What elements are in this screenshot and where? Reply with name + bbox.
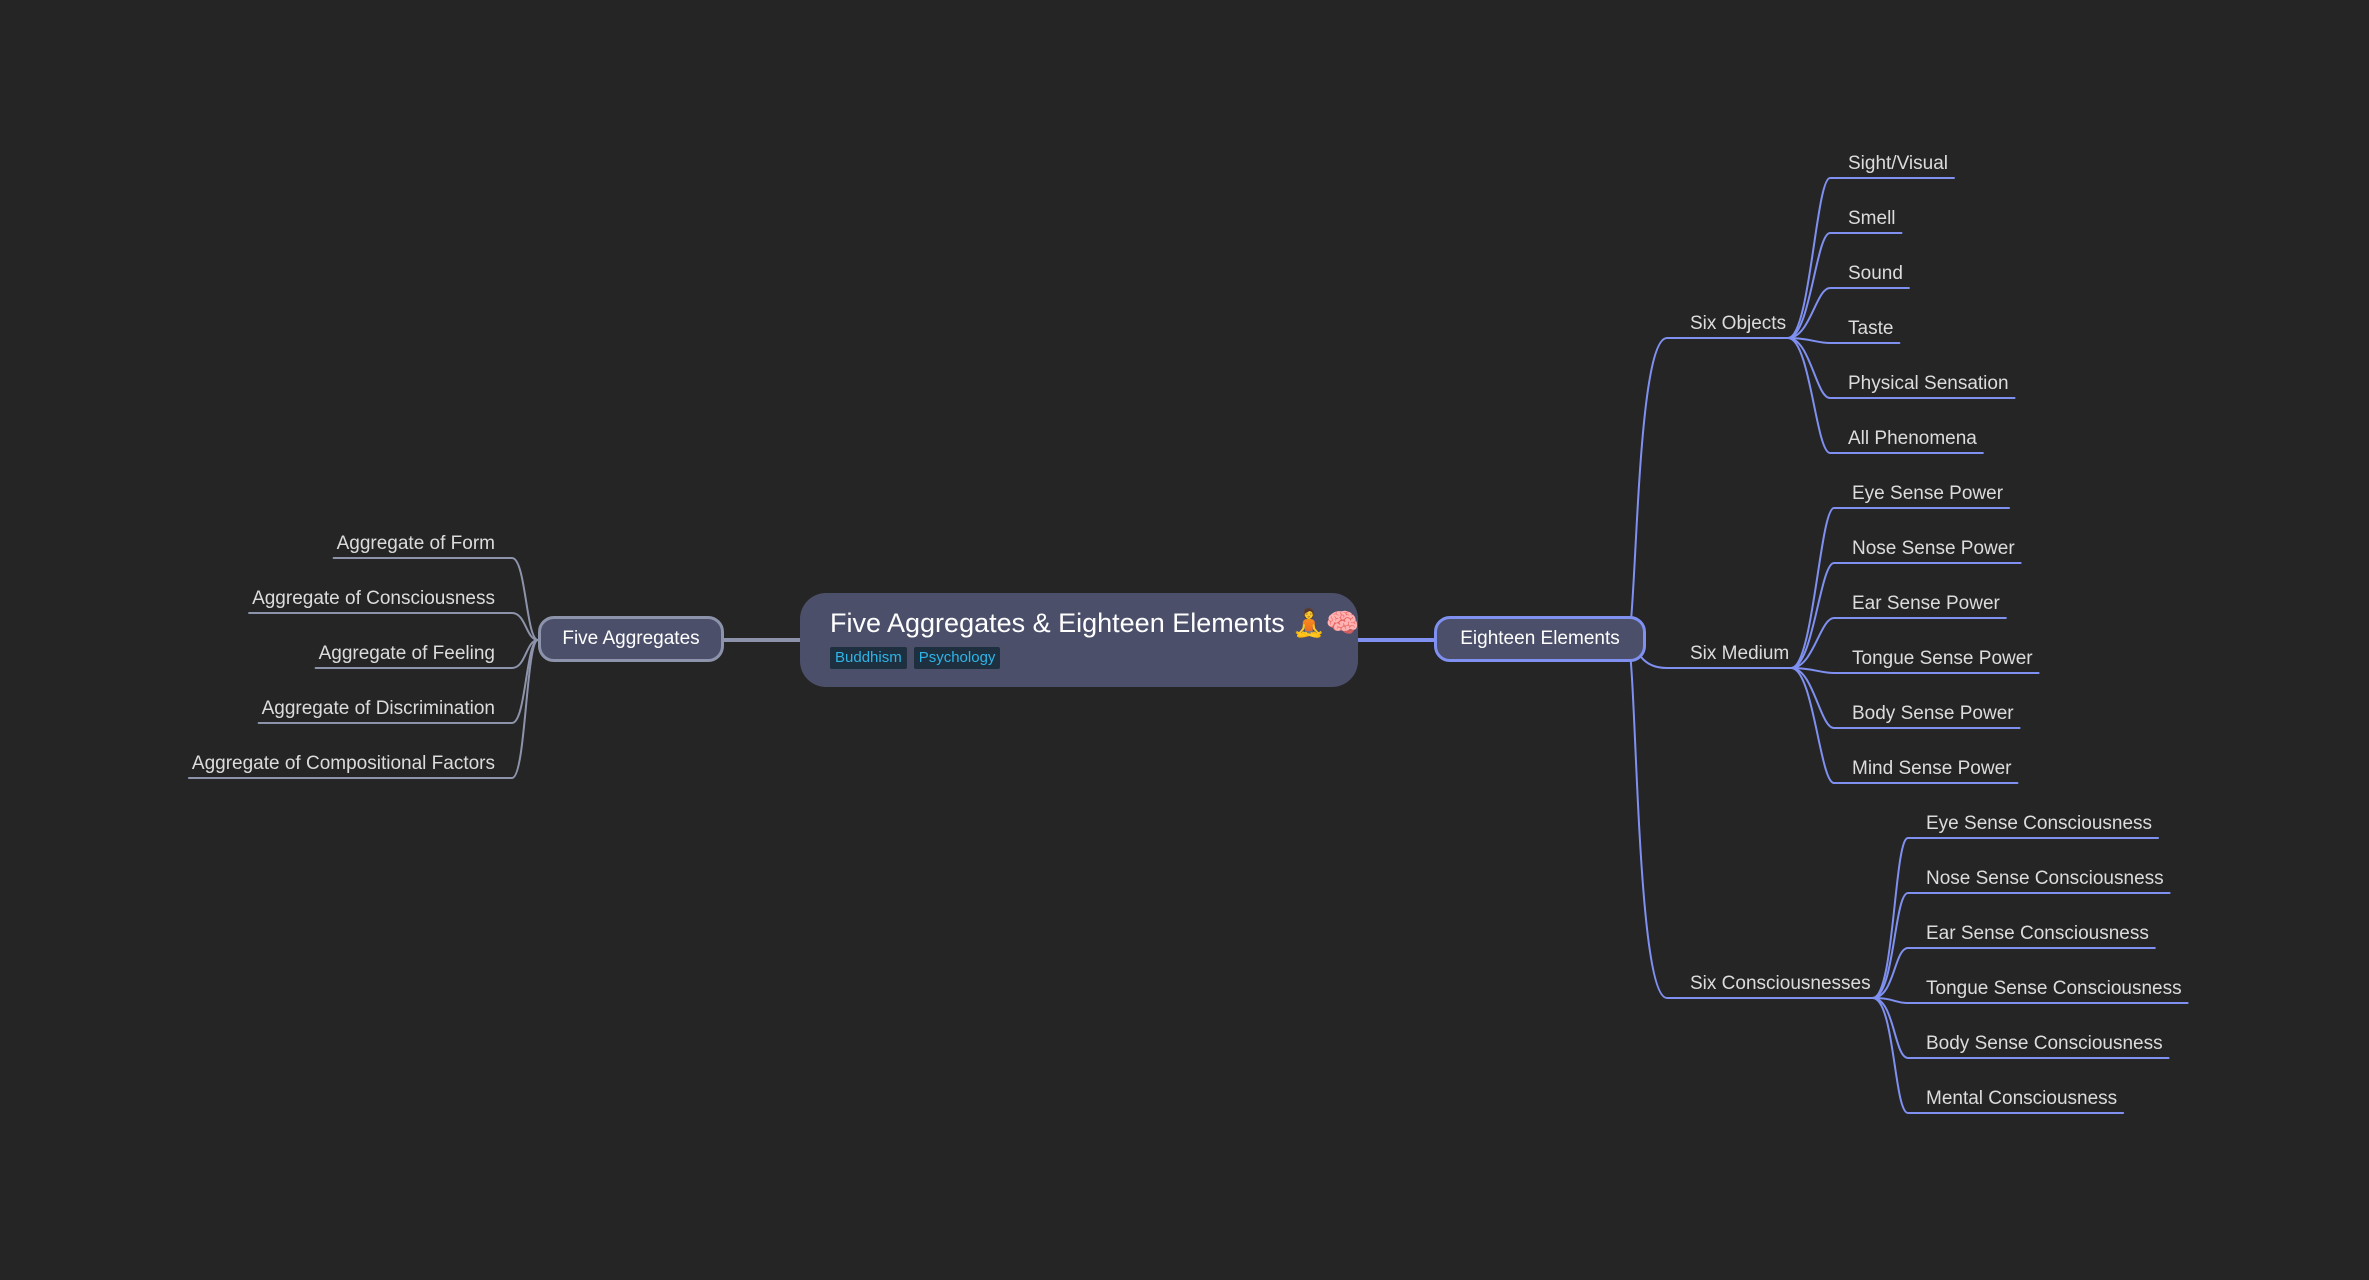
- link-group-six-consciousnesses: [1626, 639, 1876, 999]
- node-six-consciousnesses[interactable]: Six Consciousnesses: [1690, 973, 1871, 994]
- root-node[interactable]: Five Aggregates & Eighteen Elements 🧘🧠 B…: [800, 593, 1360, 687]
- node-aggregate-of-discrimination[interactable]: Aggregate of Discrimination: [261, 698, 495, 719]
- link-leaf-body-sense-power: [1790, 667, 2021, 729]
- node-tongue-sense-consciousness[interactable]: Tongue Sense Consciousness: [1926, 978, 2182, 999]
- link-leaf-nose-sense-power: [1790, 562, 2022, 669]
- link-leaf-ear-sense-power: [1790, 617, 2007, 669]
- node-eye-sense-power[interactable]: Eye Sense Power: [1852, 483, 2004, 504]
- link-aggregate-5: [187, 639, 539, 779]
- node-sight-visual[interactable]: Sight/Visual: [1848, 153, 1948, 174]
- link-aggregate-2: [248, 612, 539, 641]
- tag-buddhism[interactable]: Buddhism: [830, 647, 907, 669]
- link-group-six-objects: [1626, 337, 1792, 641]
- link-leaf-all-phenomena: [1787, 337, 1984, 454]
- node-eye-sense-consciousness[interactable]: Eye Sense Consciousness: [1926, 813, 2153, 834]
- link-leaf-body-sense-consciousness: [1871, 997, 2170, 1059]
- link-leaf-sound: [1787, 287, 1910, 339]
- node-aggregate-of-form[interactable]: Aggregate of Form: [336, 533, 495, 554]
- link-aggregate-1: [332, 557, 539, 641]
- node-body-sense-consciousness[interactable]: Body Sense Consciousness: [1926, 1033, 2163, 1054]
- link-leaf-taste: [1787, 337, 1901, 344]
- link-leaf-tongue-sense-consciousness: [1871, 997, 2189, 1004]
- node-sound[interactable]: Sound: [1848, 263, 1903, 284]
- node-aggregate-of-feeling[interactable]: Aggregate of Feeling: [318, 643, 495, 664]
- node-physical-sensation[interactable]: Physical Sensation: [1848, 373, 2009, 394]
- tag-list: Buddhism Psychology: [830, 647, 1358, 669]
- link-leaf-tongue-sense-power: [1790, 667, 2040, 674]
- link-leaf-physical-sensation: [1787, 337, 2016, 399]
- eighteen-elements-node[interactable]: Eighteen Elements: [1434, 616, 1646, 662]
- link-leaf-nose-sense-consciousness: [1871, 892, 2171, 999]
- link-leaf-mental-consciousness: [1871, 997, 2125, 1114]
- node-nose-sense-power[interactable]: Nose Sense Power: [1852, 538, 2015, 559]
- node-six-medium[interactable]: Six Medium: [1690, 643, 1790, 664]
- link-leaf-sight-visual: [1787, 177, 1955, 339]
- tag-psychology[interactable]: Psychology: [913, 647, 1001, 669]
- node-tongue-sense-power[interactable]: Tongue Sense Power: [1852, 648, 2033, 669]
- node-ear-sense-consciousness[interactable]: Ear Sense Consciousness: [1926, 923, 2149, 944]
- node-smell[interactable]: Smell: [1848, 208, 1896, 229]
- node-taste[interactable]: Taste: [1848, 318, 1894, 339]
- node-mental-consciousness[interactable]: Mental Consciousness: [1926, 1088, 2118, 1109]
- five-aggregates-node[interactable]: Five Aggregates: [538, 616, 724, 662]
- node-aggregate-of-compositional-factors[interactable]: Aggregate of Compositional Factors: [191, 753, 495, 774]
- link-leaf-eye-sense-power: [1790, 507, 2011, 669]
- root-emoji: 🧘🧠: [1292, 608, 1360, 638]
- node-nose-sense-consciousness[interactable]: Nose Sense Consciousness: [1926, 868, 2164, 889]
- node-all-phenomena[interactable]: All Phenomena: [1848, 428, 1977, 449]
- link-leaf-mind-sense-power: [1790, 667, 2019, 784]
- node-ear-sense-power[interactable]: Ear Sense Power: [1852, 593, 2000, 614]
- node-mind-sense-power[interactable]: Mind Sense Power: [1852, 758, 2012, 779]
- node-aggregate-of-consciousness[interactable]: Aggregate of Consciousness: [252, 588, 495, 609]
- root-title: Five Aggregates & Eighteen Elements: [830, 608, 1285, 638]
- link-leaf-ear-sense-consciousness: [1871, 947, 2156, 999]
- link-leaf-eye-sense-consciousness: [1871, 837, 2160, 999]
- node-six-objects[interactable]: Six Objects: [1690, 313, 1787, 334]
- link-leaf-smell: [1787, 232, 1903, 339]
- node-body-sense-power[interactable]: Body Sense Power: [1852, 703, 2014, 724]
